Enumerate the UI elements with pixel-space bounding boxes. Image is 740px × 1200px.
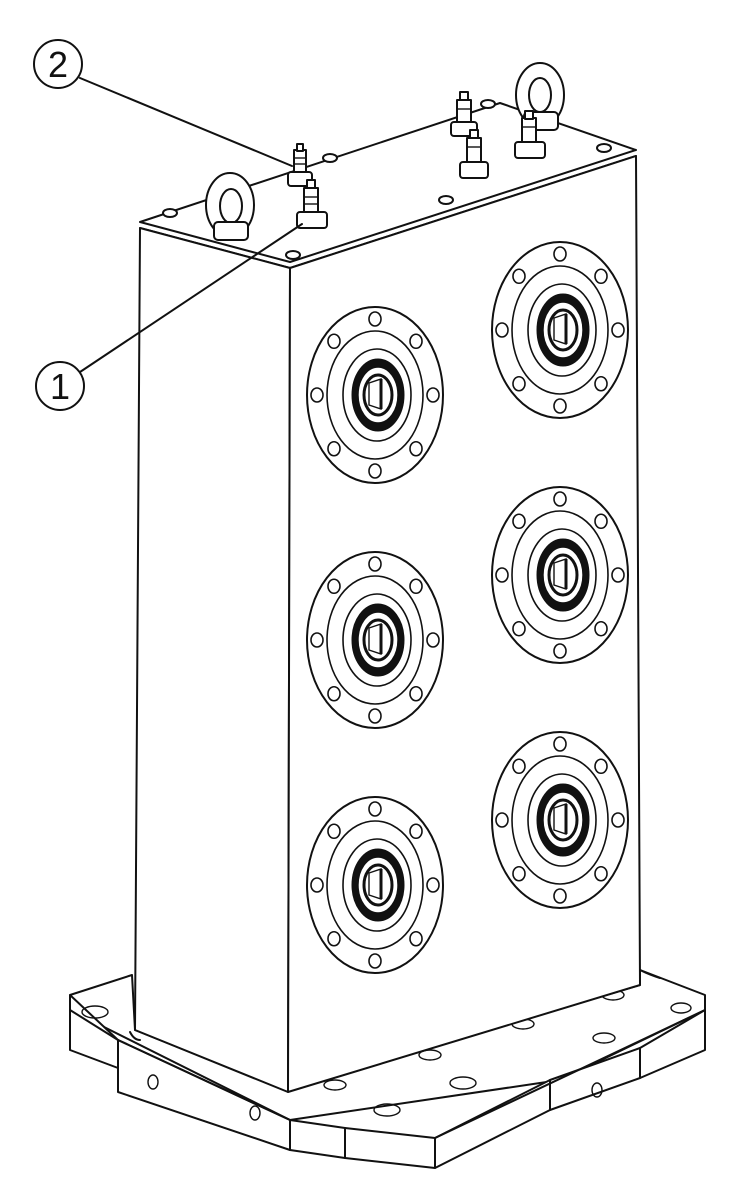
callout-1: 1: [35, 223, 303, 411]
clamping-port-4: [491, 486, 629, 664]
coupling-2: [287, 143, 313, 187]
clamping-port-3: [306, 551, 444, 729]
coupling-1: [296, 179, 328, 229]
clamping-port-1: [306, 306, 444, 484]
clamping-port-5: [306, 796, 444, 974]
clamping-port-2: [491, 241, 629, 419]
clamping-port-6: [491, 731, 629, 909]
clamping-ports: [306, 241, 629, 974]
base-plate: [69, 969, 706, 1169]
callout-1-label: 1: [50, 366, 70, 407]
coupling-top-b: [459, 129, 489, 179]
coupling-top-c: [514, 110, 546, 159]
callout-2-label: 2: [48, 44, 68, 85]
lifting-eye-left: [205, 172, 255, 241]
callout-2: 2: [33, 39, 293, 167]
